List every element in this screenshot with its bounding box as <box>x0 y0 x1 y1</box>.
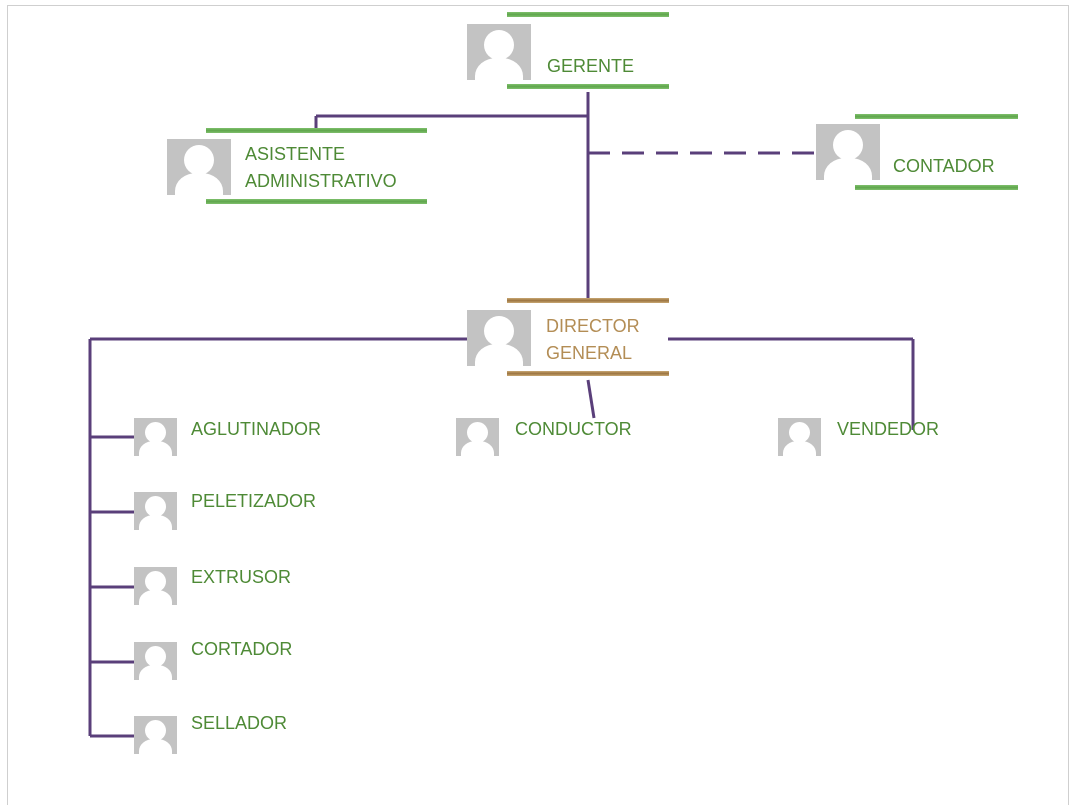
gerente-label: GERENTE <box>547 56 635 76</box>
contador-avatar-icon <box>816 124 880 180</box>
conductor-avatar-icon <box>456 418 499 456</box>
gerente-avatar-icon <box>467 24 531 80</box>
director-avatar-icon <box>467 310 531 366</box>
vendedor-label: VENDEDOR <box>837 419 940 439</box>
director-label-line2: GENERAL <box>546 343 633 363</box>
director-bottom-bar <box>507 371 669 376</box>
gerente-bottom-bar <box>507 84 669 89</box>
peletizador-label: PELETIZADOR <box>191 491 317 511</box>
asistente-top-bar <box>206 128 427 133</box>
extrusor-label: EXTRUSOR <box>191 567 292 587</box>
gerente-top-bar <box>507 12 669 17</box>
cortador-label: CORTADOR <box>191 639 293 659</box>
asistente-avatar-icon <box>167 139 231 195</box>
aglutinador-avatar-icon <box>134 418 177 456</box>
contador-top-bar <box>855 114 1018 119</box>
vendedor-avatar-icon <box>778 418 821 456</box>
diagram-frame <box>7 5 1069 805</box>
contador-bottom-bar <box>855 185 1018 190</box>
asistente-label-line1: ASISTENTE <box>245 144 346 164</box>
contador-label: CONTADOR <box>893 156 995 176</box>
conductor-label: CONDUCTOR <box>515 419 632 439</box>
cortador-avatar-icon <box>134 642 177 680</box>
director-label-line1: DIRECTOR <box>546 316 640 336</box>
aglutinador-label: AGLUTINADOR <box>191 419 322 439</box>
director-top-bar <box>507 298 669 303</box>
sellador-label: SELLADOR <box>191 713 288 733</box>
asistente-bottom-bar <box>206 199 427 204</box>
extrusor-avatar-icon <box>134 567 177 605</box>
peletizador-avatar-icon <box>134 492 177 530</box>
sellador-avatar-icon <box>134 716 177 754</box>
asistente-label-line2: ADMINISTRATIVO <box>245 171 397 191</box>
connector-conductor <box>586 379 596 419</box>
